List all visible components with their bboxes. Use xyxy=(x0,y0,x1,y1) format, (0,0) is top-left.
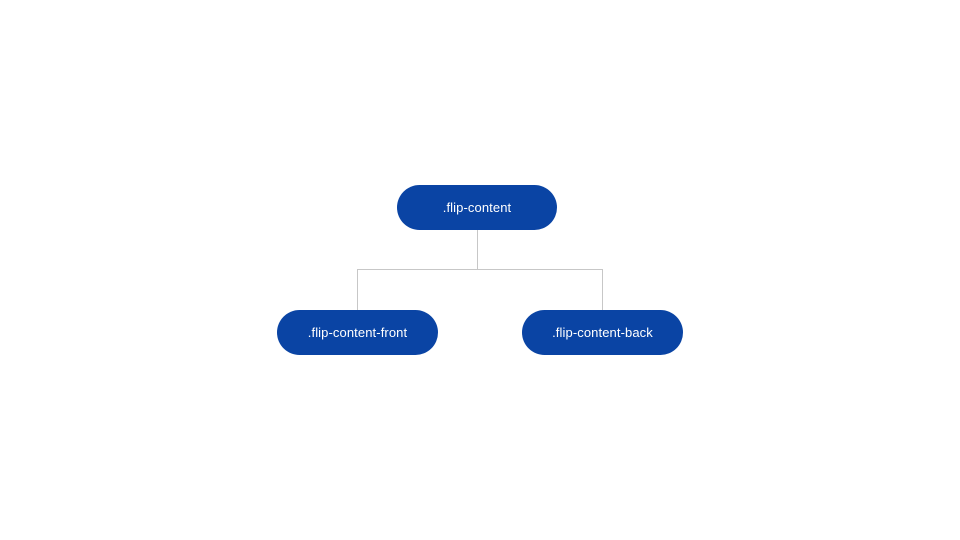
node-flip-content-back-label: .flip-content-back xyxy=(552,325,653,340)
node-flip-content: .flip-content xyxy=(397,185,557,230)
node-flip-content-front: .flip-content-front xyxy=(277,310,438,355)
node-flip-content-front-label: .flip-content-front xyxy=(307,325,408,340)
node-flip-content-label: .flip-content xyxy=(442,200,512,215)
node-flip-content-back: .flip-content-back xyxy=(522,310,683,355)
